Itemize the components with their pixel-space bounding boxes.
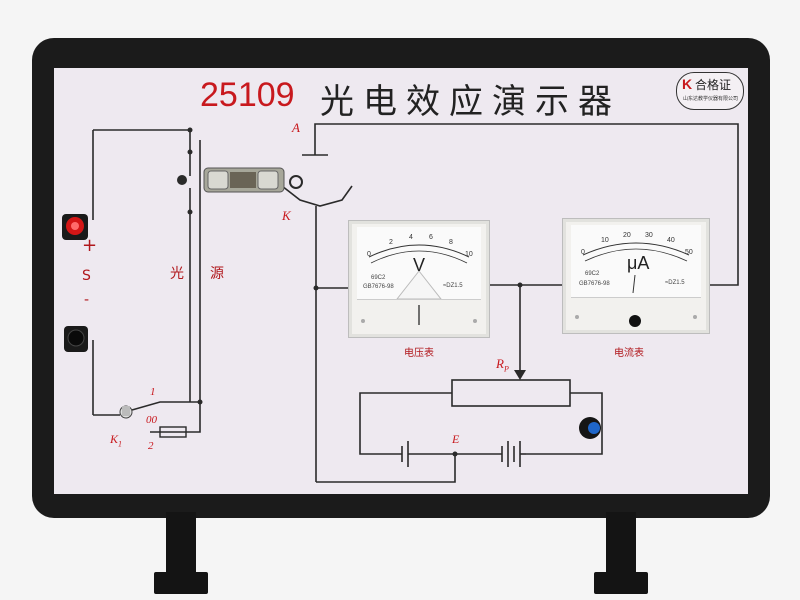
label-pos1: 1 [150,386,156,398]
board-number: 25109 [200,76,295,114]
wire-top-left [93,129,191,176]
wire-k1-pos2 [150,402,201,433]
label-anode: A [292,120,300,135]
label-pos0: 00 [146,414,157,426]
board-title: 光电效应演示器 [320,82,621,122]
label-k1: K1 [110,432,123,449]
photocell-tube [177,167,303,193]
label-light-1: 光 [170,266,184,282]
label-plus: + [82,235,98,256]
microammeter-face: 0 10 20 30 40 50 μA 69C2 GB7676-98 ≈DZ1.… [571,225,701,298]
voltmeter: 0 2 4 6 8 10 V 69C2 GB7676-98 ≈DZ1.5 [348,220,490,338]
wire-rheostat-right [526,392,603,455]
voltmeter-face: 0 2 4 6 8 10 V 69C2 GB7676-98 ≈DZ1.5 [357,227,481,300]
microammeter-unit: μA [627,253,650,273]
rheostat-rp [451,379,571,407]
wire-rheostat-left [359,392,452,455]
label-rp: RP [496,356,509,374]
badge-text: 合格证 [695,78,732,92]
microammeter: 0 10 20 30 40 50 μA 69C2 GB7676-98 ≈DZ1.… [562,218,710,334]
microammeter-caption: 电流表 [614,348,644,359]
slider-arrow [514,370,526,380]
wire-k1-pos1 [131,401,200,411]
label-minus: - [84,292,90,308]
left-stand [166,512,196,582]
label-s: S [82,268,91,284]
label-light-2: 源 [210,266,224,282]
black-terminal [64,326,88,352]
label-e: E [452,432,460,446]
switch-k1 [119,405,133,419]
left-stand-foot [154,572,208,594]
cathode-arc [281,185,353,207]
badge-logo: K [682,76,693,92]
wire-battery-return [316,454,456,483]
right-stand [606,512,636,582]
badge-subtitle: 山东达教学仪器有限公司 [683,96,739,102]
rheostat-knob [579,417,601,439]
right-stand-foot [594,572,648,594]
resistor [159,426,187,438]
label-pos2: 2 [148,440,154,452]
red-terminal [62,214,88,240]
voltmeter-unit: V [413,255,426,275]
label-cathode: K [282,208,291,223]
certificate-badge: K 合格证 山东达教学仪器有限公司 [676,72,744,110]
voltmeter-caption: 电压表 [404,348,434,359]
wire-anode-loop [314,123,739,286]
